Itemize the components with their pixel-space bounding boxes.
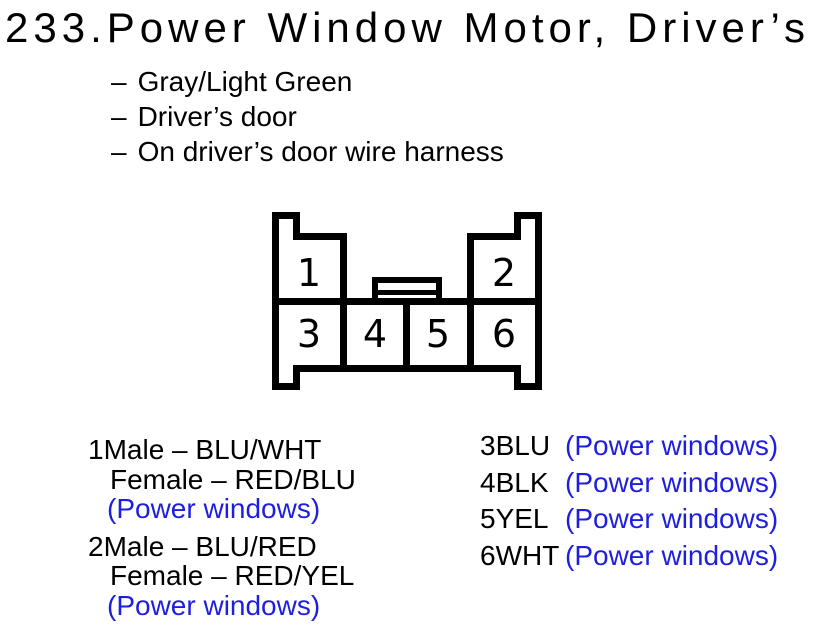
pin-male-wire: 2Male – BLU/RED xyxy=(88,530,356,562)
note-text: Gray/Light Green xyxy=(137,66,353,97)
pin-wire-label: 4BLK xyxy=(480,466,549,498)
note-text: On driver’s door wire harness xyxy=(137,136,504,167)
note-line: – On driver’s door wire harness xyxy=(111,134,504,169)
note-line: – Driver’s door xyxy=(111,99,504,134)
pin-male-wire: 1Male – BLU/WHT xyxy=(88,435,356,465)
pin-number: 1 xyxy=(88,434,104,465)
legend-entry-pin-1: 1Male – BLU/WHT Female – RED/BLU (Power … xyxy=(88,435,356,524)
pin-6-number: 6 xyxy=(492,312,516,356)
connector-diagram: 1 2 3 4 5 6 xyxy=(272,212,542,390)
female-wire-label: Female – RED/YEL xyxy=(110,560,355,591)
circuit-note: (Power windows) xyxy=(107,589,321,621)
pin-wire-label: 3BLU xyxy=(480,430,551,461)
pin-wire-label: 6WHT xyxy=(480,539,560,571)
connector-outline xyxy=(272,212,542,390)
note-line: – Gray/Light Green xyxy=(111,64,504,99)
pin-1-number: 1 xyxy=(297,251,321,295)
legend-pins-1-2: 1Male – BLU/WHT Female – RED/BLU (Power … xyxy=(88,435,356,620)
legend-entry-pin-3: 3BLU (Power windows) xyxy=(480,428,778,465)
legend-pins-3-6: 3BLU(Power windows) 4BLK(Power windows) … xyxy=(480,428,778,574)
notes-list: – Gray/Light Green – Driver’s door – On … xyxy=(111,64,504,169)
note-text: Driver’s door xyxy=(137,101,297,132)
page-title: 233.Power Window Motor, Driver’s xyxy=(5,4,811,51)
pin-4-number: 4 xyxy=(363,312,387,356)
pin-2-number: 2 xyxy=(492,251,516,295)
pin-3-number: 3 xyxy=(297,312,321,356)
circuit-note: (Power windows) xyxy=(107,493,321,524)
legend-entry-pin-6: 6WHT(Power windows) xyxy=(480,538,778,575)
male-wire-label: Male – BLU/WHT xyxy=(103,434,322,465)
dash-bullet: – xyxy=(111,136,127,167)
pin-wire-label: 5YEL xyxy=(480,503,549,535)
dash-bullet: – xyxy=(111,66,127,97)
circuit-note: (Power windows) xyxy=(565,466,779,498)
dash-bullet: – xyxy=(111,101,127,132)
pin-numbers: 1 2 3 4 5 6 xyxy=(297,251,516,356)
male-wire-label: Male – BLU/RED xyxy=(103,530,317,562)
pin-number: 2 xyxy=(88,530,104,562)
legend-entry-pin-4: 4BLK (Power windows) xyxy=(480,465,778,502)
female-wire-label: Female – RED/BLU xyxy=(110,463,356,495)
circuit-note: (Power windows) xyxy=(565,539,779,571)
circuit-note: (Power windows) xyxy=(565,503,779,535)
legend-entry-pin-2: 2Male – BLU/RED Female – RED/YEL (Power … xyxy=(88,530,356,621)
legend-entry-pin-5: 5YEL (Power windows) xyxy=(480,501,778,538)
pin-5-number: 5 xyxy=(426,312,450,356)
circuit-note: (Power windows) xyxy=(565,430,779,461)
connector-latch xyxy=(372,277,442,298)
